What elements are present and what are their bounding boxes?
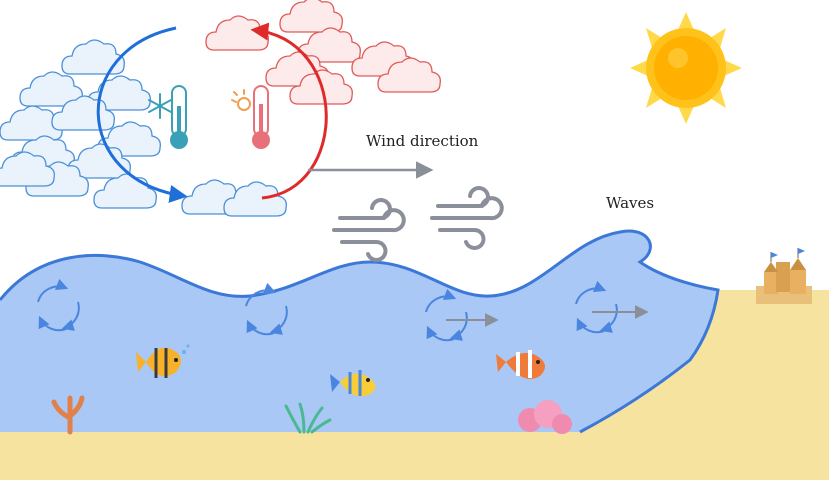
- sandcastle-icon: [756, 248, 812, 304]
- wind-direction-label: Wind direction: [366, 132, 479, 150]
- sun-icon: [630, 12, 742, 124]
- fish-icon: [136, 344, 190, 378]
- cold-air-arrow: [96, 26, 188, 203]
- cold-thermometer-icon: [148, 85, 188, 149]
- coral-icon: [284, 402, 332, 434]
- cold-cloud-cluster: [0, 39, 287, 217]
- coral-icon: [518, 400, 572, 434]
- coral-icon: [51, 395, 85, 435]
- fish-icon: [330, 370, 376, 397]
- warm-air-arrow: [250, 22, 328, 200]
- wind-icon: [332, 198, 406, 262]
- ocean-water: [0, 231, 718, 432]
- wind-icon: [430, 186, 504, 250]
- wave-surface-line: [0, 229, 720, 434]
- fish-icon: [496, 350, 545, 379]
- beach-sand: [0, 290, 829, 480]
- waves-label: Waves: [606, 194, 655, 212]
- hot-thermometer-icon: [231, 85, 270, 149]
